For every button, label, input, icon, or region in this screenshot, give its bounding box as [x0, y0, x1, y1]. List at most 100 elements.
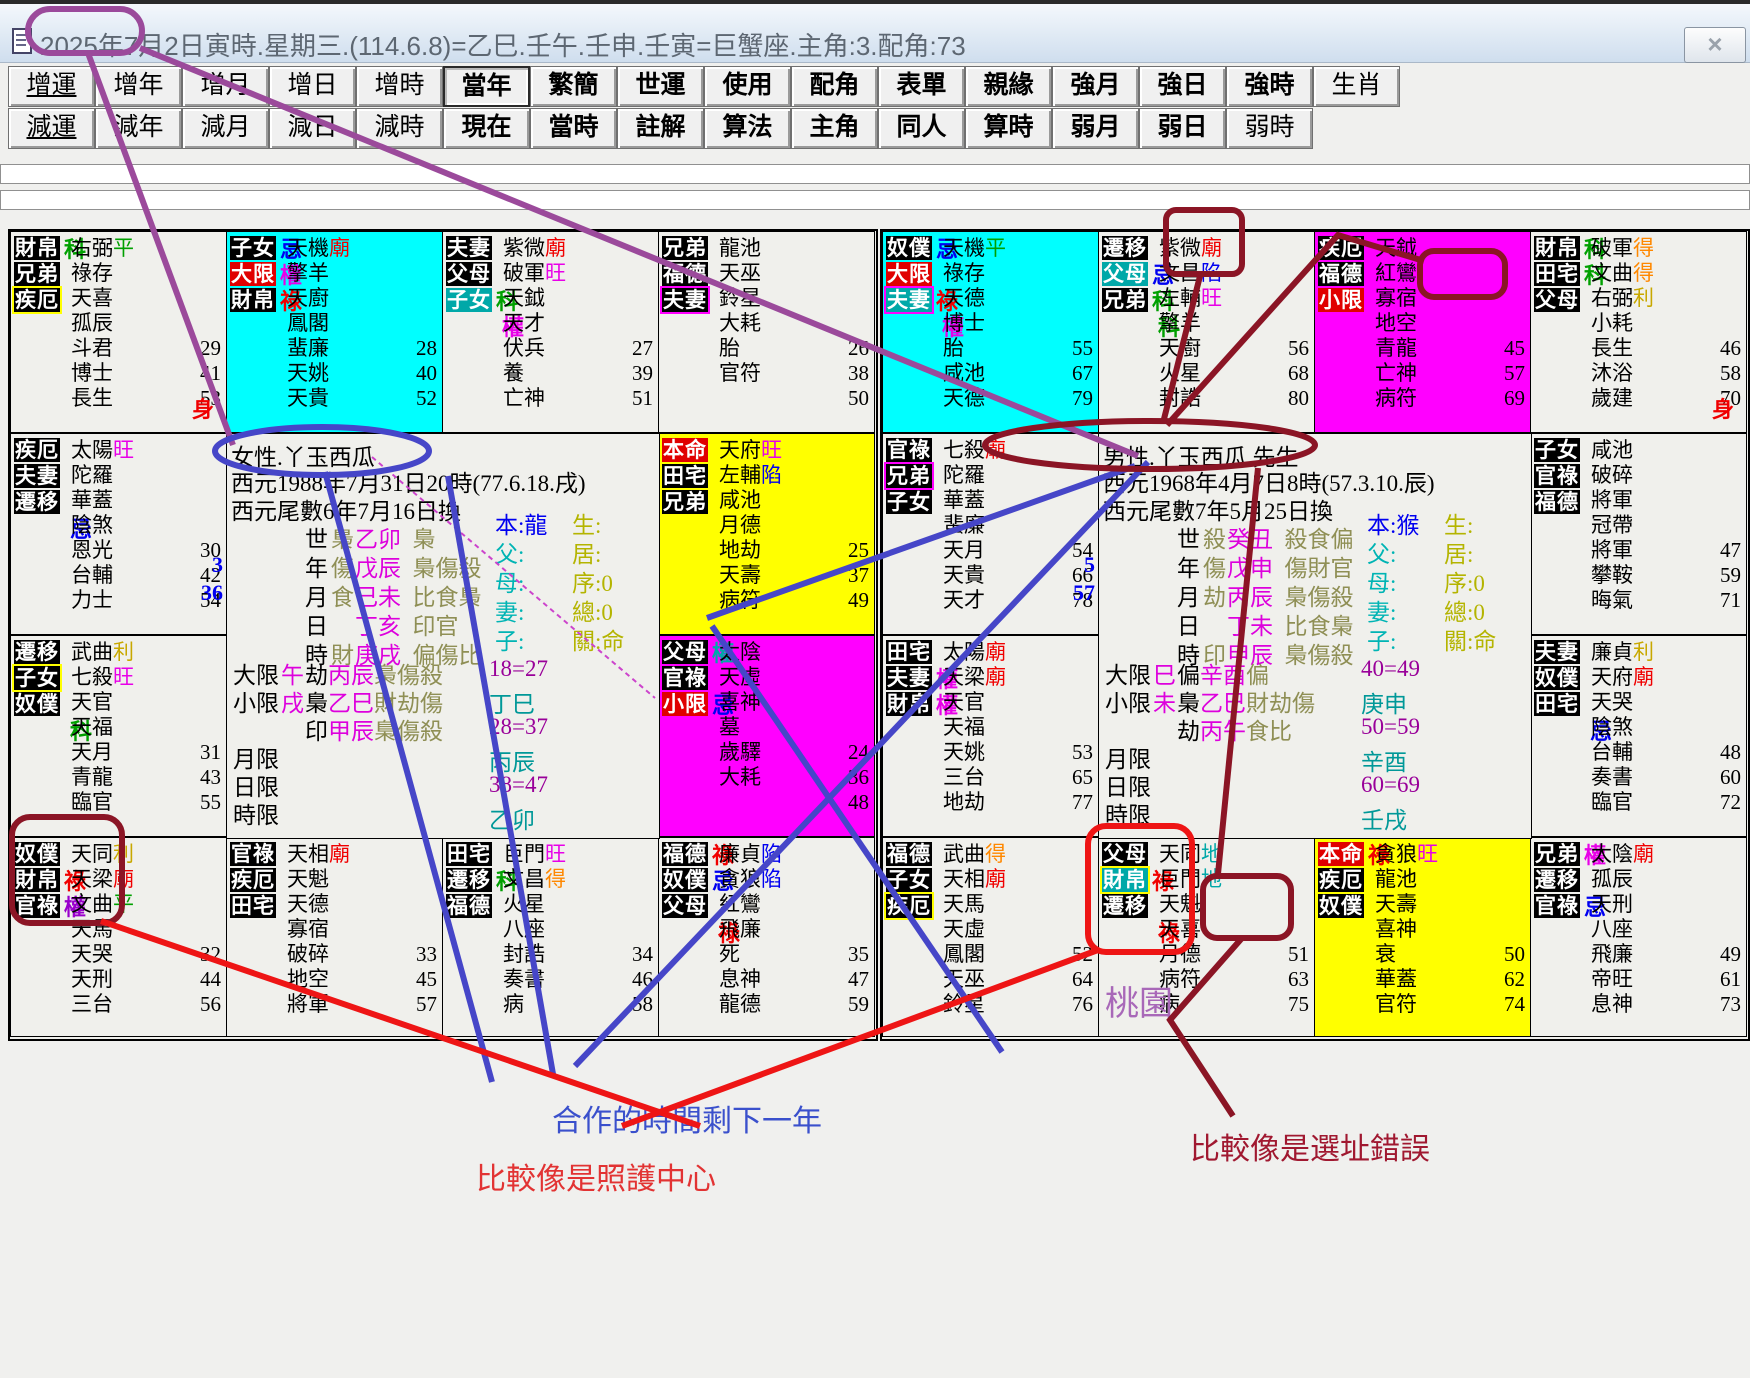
star-line: 天鉞	[503, 286, 545, 310]
toolbar-button-row2-13[interactable]: 弱日	[1139, 108, 1226, 149]
input-strip-2[interactable]	[0, 190, 1750, 210]
window-title: 2025年7月2日寅時.星期三.(114.6.8)=乙巳.壬午.壬申.壬寅=巨蟹…	[40, 31, 966, 61]
palace-label: 財帛	[1102, 868, 1148, 892]
palace-label: 子女	[446, 288, 492, 312]
star-line: 陰煞	[1591, 715, 1633, 739]
star-line: 華蓋	[71, 488, 113, 512]
toolbar-button-row1-4[interactable]: 增時	[356, 66, 443, 107]
star-line: 祿存	[71, 261, 113, 285]
toolbar-button-row1-11[interactable]: 親緣	[965, 66, 1052, 107]
toolbar-button-row2-5[interactable]: 現在	[443, 108, 530, 149]
input-strip-1[interactable]	[0, 164, 1750, 184]
star-line: 天虛	[719, 665, 761, 689]
decade-range: 28=37	[489, 714, 548, 739]
palace-label: 遷移	[1534, 868, 1580, 892]
palace-label: 田宅	[1534, 262, 1580, 286]
sihua-mark: 科	[70, 719, 93, 744]
toolbar-button-row1-10[interactable]: 表單	[878, 66, 965, 107]
toolbar-button-row1-0[interactable]: 增運	[8, 66, 95, 107]
toolbar-button-row1-2[interactable]: 增月	[182, 66, 269, 107]
star-line: 天相廟	[943, 867, 1006, 891]
fate-label: 居:	[1444, 542, 1474, 567]
toolbar-button-row1-6[interactable]: 繁簡	[530, 66, 617, 107]
star-line: 七殺旺	[71, 665, 134, 689]
toolbar-button-row1-14[interactable]: 強時	[1226, 66, 1313, 107]
palace-label: 官祿	[662, 666, 708, 690]
toolbar-button-row1-9[interactable]: 配角	[791, 66, 878, 107]
toolbar-button-row2-10[interactable]: 同人	[878, 108, 965, 149]
palace-label: 夫妻	[446, 236, 492, 260]
toolbar-button-row1-3[interactable]: 增日	[269, 66, 356, 107]
star-line: 擎羊	[287, 261, 329, 285]
star-line: 天機平	[943, 236, 1006, 260]
palace-label: 福德	[662, 842, 708, 866]
star-line: 冠帶	[1591, 513, 1633, 537]
star-line: 天才	[503, 311, 545, 335]
toolbar-button-row2-12[interactable]: 弱月	[1052, 108, 1139, 149]
toolbar-button-row2-11[interactable]: 算時	[965, 108, 1052, 149]
limit-line: 時限	[233, 803, 279, 828]
toolbar-button-row2-14[interactable]: 弱時	[1226, 108, 1313, 149]
relative-label: 母:	[1367, 571, 1397, 596]
star-line: 月德	[719, 513, 761, 537]
toolbar-button-row2-4[interactable]: 減時	[356, 108, 443, 149]
star-line: 天壽	[1375, 892, 1417, 916]
toolbar-button-row2-7[interactable]: 註解	[617, 108, 704, 149]
toolbar-button-row2-1[interactable]: 減年	[95, 108, 182, 149]
toolbar-button-row1-12[interactable]: 強月	[1052, 66, 1139, 107]
toolbar-button-row1-15[interactable]: 生肖	[1313, 66, 1400, 107]
toolbar-button-row2-9[interactable]: 主角	[791, 108, 878, 149]
star-line: 天相廟	[287, 842, 350, 866]
toolbar-button-row2-3[interactable]: 減日	[269, 108, 356, 149]
toolbar-button-row1-7[interactable]: 世運	[617, 66, 704, 107]
toolbar-button-row1-13[interactable]: 強日	[1139, 66, 1226, 107]
palace-label: 父母	[1534, 288, 1580, 312]
relative-label: 本:猴	[1367, 513, 1420, 538]
star-line: 天魁	[287, 867, 329, 891]
toolbar-button-row1-8[interactable]: 使用	[704, 66, 791, 107]
close-button[interactable]: ×	[1684, 27, 1746, 63]
star-line: 天鉞	[1375, 236, 1417, 260]
toolbar-button-row1-5[interactable]: 當年	[443, 66, 530, 107]
star-line: 喜神	[1375, 917, 1417, 941]
palace-label: 疾厄	[230, 868, 276, 892]
relative-label: 妻:	[1367, 600, 1397, 625]
star-line: 寡宿	[287, 917, 329, 941]
toolbar-button-row2-2[interactable]: 減月	[182, 108, 269, 149]
palace-label: 官祿	[1534, 464, 1580, 488]
toolbar-button-row2-6[interactable]: 當時	[530, 108, 617, 149]
toolbar-button-row2-0[interactable]: 減運	[8, 108, 95, 149]
decade-range: 18=27	[489, 656, 548, 681]
toolbar-button-row1-1[interactable]: 增年	[95, 66, 182, 107]
toolbar-button-row2-8[interactable]: 算法	[704, 108, 791, 149]
